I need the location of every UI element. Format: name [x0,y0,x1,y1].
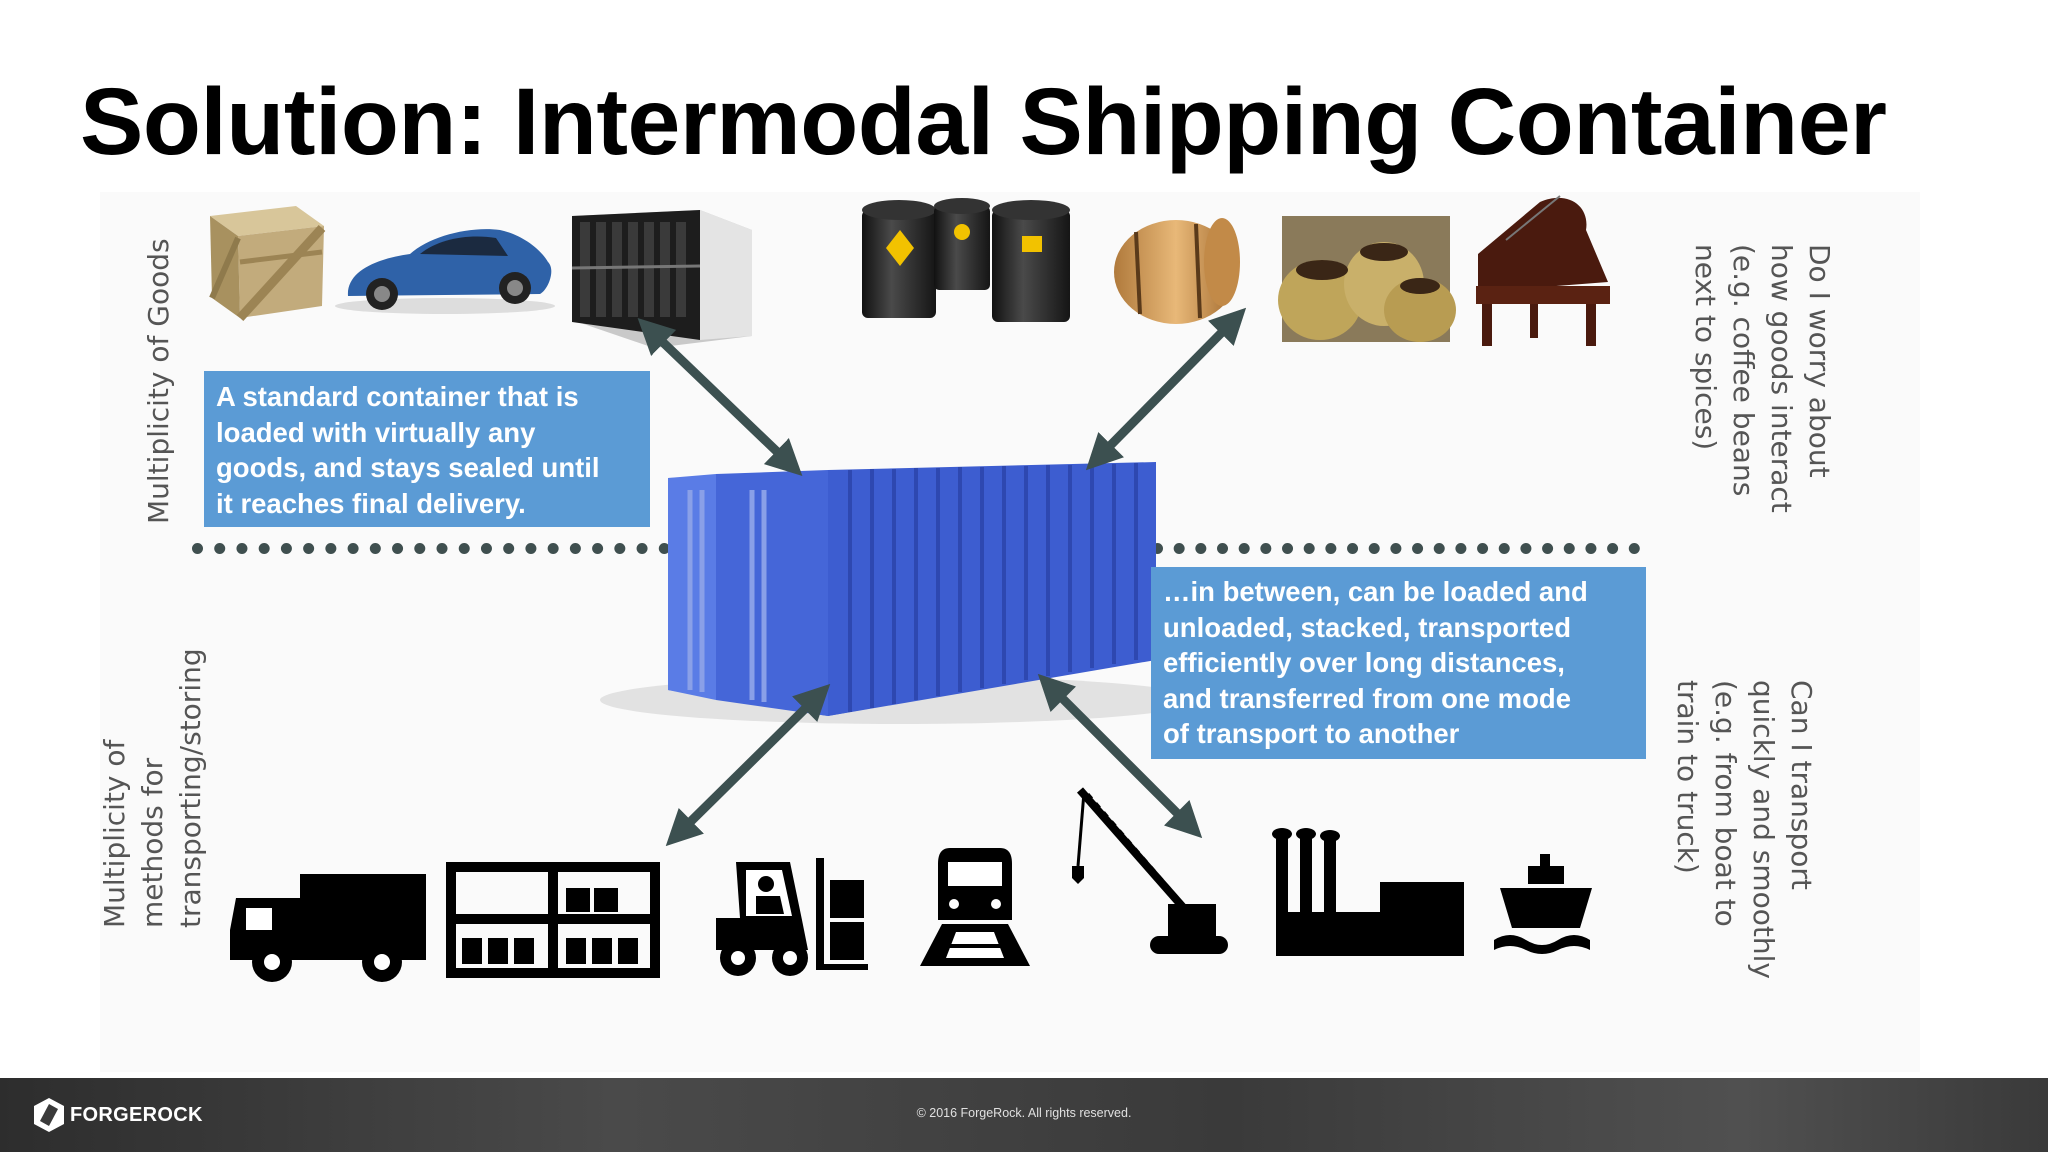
coffee-sacks-icon [1278,216,1456,342]
callout-transport-description: …in between, can be loaded and unloaded,… [1151,567,1646,759]
methods-axis-label: Multiplicity of methods for transporting… [96,648,210,928]
axis-label-line: Multiplicity of Goods [142,238,175,524]
question-line: train to truck) [1671,680,1704,874]
arrow-sacks-to-container [1085,307,1247,471]
question-line: how goods interact [1765,244,1798,513]
callout-line: loaded with virtually any [216,416,536,448]
oil-barrels-icon [862,198,1070,322]
question-line: (e.g. from boat to [1709,680,1742,927]
ship-icon [1494,854,1592,954]
callout-line: it reaches final delivery. [216,487,526,519]
callout-line: A standard container that is [216,381,579,412]
forgerock-mark-icon [34,1098,64,1132]
forklift-icon [716,858,868,976]
transport-question-label: Can I transport quickly and smoothly (e.… [1668,680,1820,979]
goods-question-label: Do I worry about how goods interact (e.g… [1686,244,1838,513]
arrow-server-to-container [637,318,803,476]
callout-line: efficiently over long distances, [1163,647,1565,678]
sports-car-icon [335,229,555,314]
callout-line: of transport to another [1163,718,1460,749]
train-icon [920,848,1030,966]
server-rack-icon [571,210,752,348]
callout-line: goods, and stays sealed until [216,452,600,483]
goods-axis-label: Multiplicity of Goods [140,238,178,524]
callout-container-description: A standard container that is loaded with… [204,371,650,527]
grand-piano-icon [1476,195,1610,346]
crane-icon [1072,787,1228,954]
slide-title: Solution: Intermodal Shipping Container [80,69,1887,175]
factory-icon [1272,828,1464,956]
callout-line: unloaded, stacked, transported [1163,611,1572,643]
callout-line: …in between, can be loaded and [1163,576,1588,607]
divider-left [192,543,670,554]
forgerock-logo: FORGEROCK [34,1098,203,1132]
brand-name: FORGEROCK [70,1103,203,1126]
axis-label-line: Multiplicity of [98,739,131,928]
question-line: Do I worry about [1803,244,1836,478]
wooden-barrel-icon [1114,218,1240,324]
arrow-container-to-truck [665,683,831,847]
warehouse-shelving-icon [446,862,660,978]
divider-right [1152,543,1640,554]
question-line: (e.g. coffee beans [1727,244,1760,497]
arrow-container-to-crane [1037,673,1203,839]
copyright-text: © 2016 ForgeRock. All rights reserved. [916,1106,1132,1120]
question-line: quickly and smoothly [1747,680,1780,979]
callout-line: and transferred from one mode [1163,682,1571,714]
arrows [637,307,1247,847]
question-line: Can I transport [1785,680,1818,890]
wooden-crate-icon [209,206,326,322]
question-line: next to spices) [1689,244,1722,451]
footer-bar: FORGEROCK © 2016 ForgeRock. All rights r… [0,1078,2048,1152]
truck-icon [230,874,426,982]
axis-label-line: transporting/storing [174,648,207,928]
axis-label-line: methods for [136,757,169,928]
shipping-container-icon [600,462,1200,724]
